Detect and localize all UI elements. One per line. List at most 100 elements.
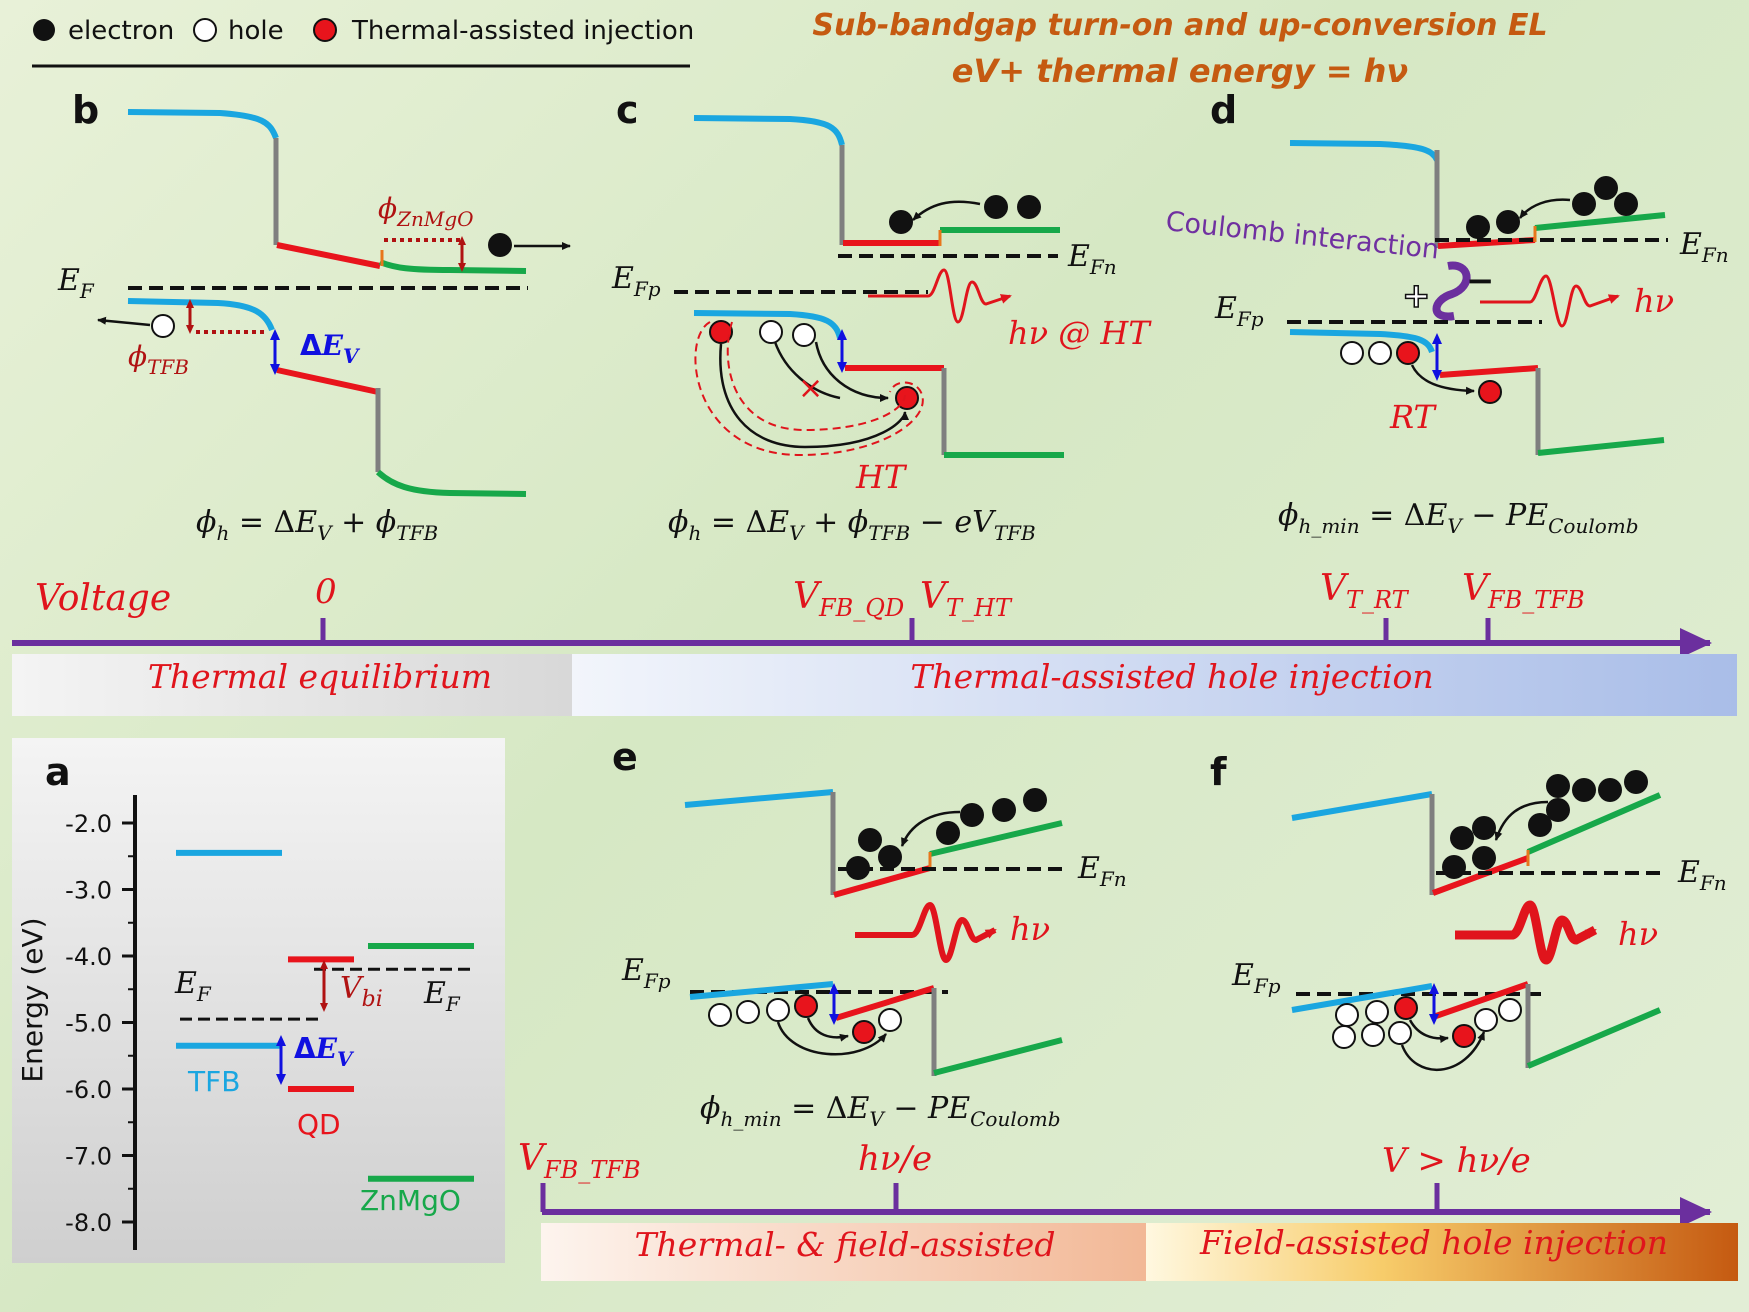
qd-lumo-band bbox=[1437, 237, 1536, 249]
panel-e-letter: e bbox=[612, 735, 638, 779]
tfb-homo-band bbox=[127, 298, 275, 332]
thermal-carrier bbox=[794, 994, 818, 1018]
electron bbox=[889, 210, 913, 234]
tick-label-vfbtfb: VFB_TFB bbox=[518, 1138, 641, 1184]
panel-e-equation: ϕh_min = ΔEV − PECoulomb bbox=[700, 1091, 1061, 1131]
hole-arrow bbox=[97, 316, 151, 327]
ht-envelope bbox=[694, 321, 924, 457]
region1-label: Thermal equilibrium bbox=[148, 657, 492, 696]
hole bbox=[1365, 1000, 1389, 1024]
panel-b-equation: ϕh = ΔEV + ϕTFB bbox=[196, 505, 438, 545]
y-tick-label: -8.0 bbox=[65, 1209, 112, 1237]
header-line1: Sub-bandgap turn-on and up-conversion EL bbox=[812, 8, 1547, 43]
electron bbox=[1528, 813, 1552, 837]
thermal-carrier bbox=[709, 320, 733, 344]
region1-label: Thermal- & field-assisted bbox=[635, 1225, 1056, 1264]
hole-blocked-path bbox=[773, 341, 841, 400]
coulomb-swirl-icon bbox=[1432, 261, 1471, 321]
hole bbox=[1335, 1003, 1359, 1027]
rt-path bbox=[1410, 364, 1475, 395]
ht-label: HT bbox=[855, 458, 908, 496]
qd-homo-band bbox=[835, 985, 935, 1021]
electron bbox=[858, 828, 882, 852]
tick-label-v-gt-hv: V > hν/e bbox=[1382, 1141, 1531, 1181]
blocked-cross: × bbox=[798, 371, 823, 406]
phi-tfb-label: ϕTFB bbox=[128, 340, 189, 379]
y-tick-label: -6.0 bbox=[65, 1076, 112, 1104]
qd-lumo-band bbox=[276, 242, 381, 269]
thermal-carrier bbox=[852, 1020, 876, 1044]
electron bbox=[1624, 770, 1648, 794]
panel-c-equation: ϕh = ΔEV + ϕTFB − eVTFB bbox=[668, 505, 1036, 545]
electron bbox=[1572, 192, 1596, 216]
qd-homo-band bbox=[1435, 981, 1529, 1019]
ht-path bbox=[719, 343, 909, 449]
panel-a-letter: a bbox=[45, 750, 71, 794]
minus-sign: − bbox=[1466, 261, 1495, 301]
panel-d-letter: d bbox=[1210, 88, 1237, 132]
tick-label-vfbqd: VFB_QD bbox=[793, 576, 904, 622]
znmgo-vb-band bbox=[1526, 1007, 1662, 1069]
emission-wave bbox=[1455, 900, 1598, 965]
electron bbox=[878, 845, 902, 869]
znmgo-label: ZnMgO bbox=[360, 1184, 461, 1217]
injection-path bbox=[806, 1017, 849, 1042]
panel-d-equation: ϕh_min = ΔEV − PECoulomb bbox=[1278, 498, 1639, 538]
efp-label: EFp bbox=[621, 953, 671, 993]
delta-ev-label: ΔEV bbox=[300, 329, 361, 368]
hole bbox=[759, 320, 783, 344]
panel-d: d EFn Coulomb interaction + − EFp hν RT … bbox=[1164, 88, 1728, 538]
efp-label: EFp bbox=[1214, 291, 1264, 331]
panel-c-letter: c bbox=[616, 88, 639, 132]
ht-envelope bbox=[726, 321, 906, 432]
electron bbox=[846, 856, 870, 880]
y-tick-label: -7.0 bbox=[65, 1143, 112, 1171]
znmgo-vb-band bbox=[375, 469, 527, 497]
tfb-homo-band bbox=[689, 981, 834, 1000]
electron-transfer-arrow bbox=[900, 810, 961, 847]
panel-a: a -2.0-3.0-4.0-5.0-6.0-7.0-8.0 Energy (e… bbox=[12, 738, 505, 1263]
coulomb-label: Coulomb interaction bbox=[1164, 206, 1440, 266]
tfb-lumo-band bbox=[1289, 140, 1440, 162]
efn-label: EFn bbox=[1077, 851, 1127, 891]
header-line2: eV+ thermal energy = hν bbox=[952, 52, 1408, 90]
delta-ev-label: ΔEV bbox=[294, 1032, 355, 1071]
y-tick-label: -4.0 bbox=[65, 943, 112, 971]
hole bbox=[151, 314, 175, 338]
qd-label: QD bbox=[297, 1108, 341, 1141]
region-thermal-equilibrium bbox=[12, 654, 572, 716]
tick-label-0: 0 bbox=[315, 572, 337, 612]
ef-label: EF bbox=[57, 263, 95, 303]
y-tick-label: -2.0 bbox=[65, 810, 112, 838]
tfb-lumo-band bbox=[684, 789, 834, 808]
electron-transfer-arrow bbox=[1519, 198, 1571, 219]
tick-label-hv: hν/e bbox=[858, 1139, 932, 1179]
electron bbox=[1598, 778, 1622, 802]
y-tick-label: -5.0 bbox=[65, 1010, 112, 1038]
hole-path bbox=[814, 341, 889, 402]
qd-lumo-band bbox=[1431, 855, 1530, 896]
tick-label-vtrt: VT_RT bbox=[1320, 568, 1410, 614]
tfb-homo-band bbox=[1289, 329, 1435, 354]
top-voltage-axis: Voltage 0 VFB_QD VT_HT VT_RT VFB_TFB The… bbox=[12, 568, 1737, 716]
qd-lumo-band bbox=[833, 865, 931, 898]
panel-f-letter: f bbox=[1210, 750, 1227, 794]
efn-label: EFn bbox=[1067, 239, 1117, 279]
voltage-label: Voltage bbox=[35, 578, 171, 619]
tfb-lumo-band bbox=[1291, 791, 1433, 821]
thermal-carrier bbox=[1478, 380, 1502, 404]
panel-b: b EF ϕZnMgO ϕTFB ΔEV ϕh = ΔEV + ϕTFB bbox=[57, 88, 571, 545]
panel-e: e EFn hν EFp ϕh_min = ΔEV − PECoulomb bbox=[612, 735, 1127, 1131]
legend-thermal: Thermal-assisted injection bbox=[351, 16, 694, 46]
electron bbox=[1572, 778, 1596, 802]
electron bbox=[1594, 176, 1618, 200]
electron bbox=[488, 233, 512, 257]
panel-b-letter: b bbox=[72, 88, 99, 132]
electron-transfer-arrow bbox=[1494, 800, 1549, 841]
hole bbox=[878, 1008, 902, 1032]
thermal-carrier bbox=[1452, 1024, 1476, 1048]
region2-label: Field-assisted hole injection bbox=[1199, 1223, 1668, 1262]
emission-wave bbox=[868, 268, 1012, 324]
hole bbox=[736, 1000, 760, 1024]
